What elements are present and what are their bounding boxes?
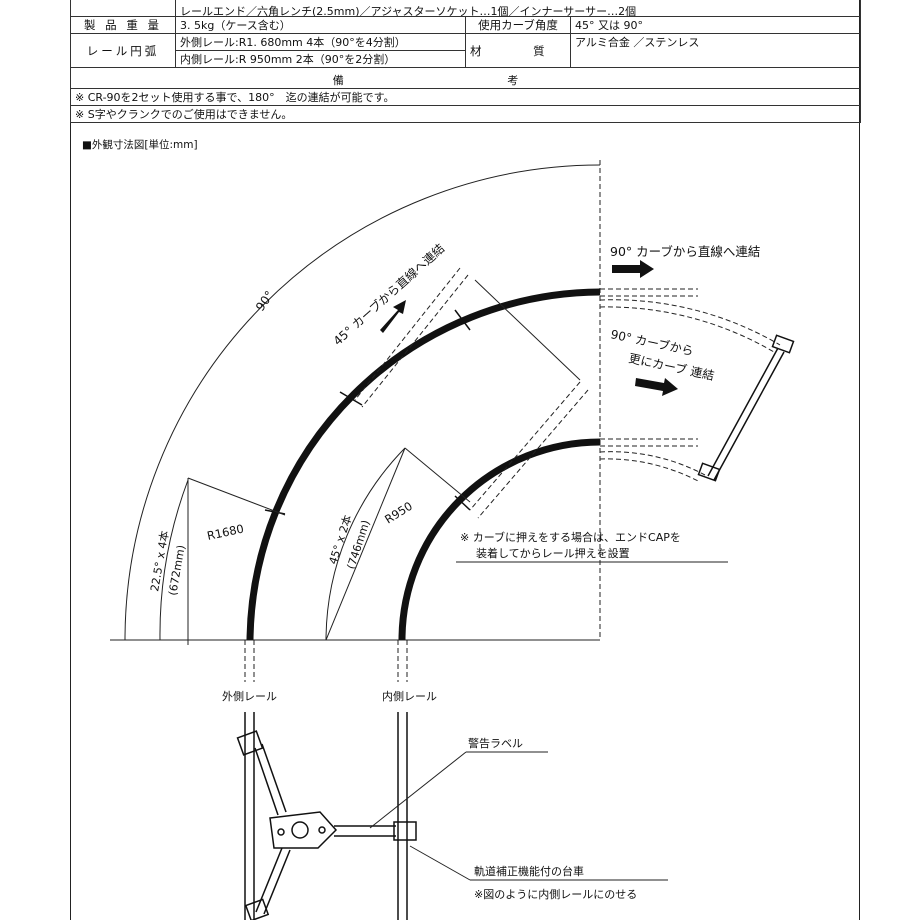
remarks-label: 備 考: [69, 67, 862, 89]
spec-row-note1: ※ CR-90を2セット使用する事で、180° 迄の連結が可能です。: [69, 88, 862, 106]
note-1: ※ CR-90を2セット使用する事で、180° 迄の連結が可能です。: [69, 88, 862, 106]
spec-table: レールエンド／六角レンチ(2.5mm)／アジャスターソケット…1個／インナーサー…: [69, 0, 862, 123]
endcap-note-1: ※ カーブに押えをする場合は、エンドCAPを: [460, 530, 681, 544]
dimension-arc-90: [110, 160, 601, 641]
guide-90-straight: [599, 288, 781, 483]
inner-rail-value: 内側レール:R 950mm 2本（90°を2分割）: [175, 50, 466, 68]
spec-row-weight: 製 品 重 量 3. 5kg（ケース含む） 使用カーブ角度 45° 又は 90°: [70, 16, 862, 34]
label-90-further-2: 更にカーブ 連結: [627, 350, 715, 383]
rail-joints: [264, 309, 471, 515]
r950-label: R950: [382, 499, 415, 527]
cart-diagram: [236, 712, 417, 920]
label-45-connect: 45° カーブから直線へ連結: [330, 240, 447, 348]
r1680-label: R1680: [206, 521, 245, 542]
spec-row-note2: ※ S字やクランクでのご使用はできません。: [69, 105, 862, 123]
material-value: アルミ合金 ／ステンレス: [569, 33, 862, 68]
guide-45-solid: [474, 279, 581, 381]
right-connector: [697, 334, 795, 482]
material-label: 材 質: [465, 33, 571, 68]
warning-label: 警告ラベル: [468, 736, 523, 750]
radius-leaders: [187, 447, 471, 645]
guide-45: [354, 267, 589, 519]
cart-label: 軌道補正機能付の台車: [474, 864, 584, 878]
label-90-further-1: 90° カーブから: [609, 326, 695, 358]
weight-label: 製 品 重 量: [70, 16, 176, 34]
arrows: [380, 260, 678, 396]
section-title: ■外観寸法図[単位:mm]: [82, 138, 198, 151]
spec-row-inner: 内側レール:R 950mm 2本（90°を2分割）: [71, 50, 861, 68]
outer-rail-value: 外側レール:R1. 680mm 4本（90°を4分割）: [175, 33, 466, 51]
outer-rail-arc: [246, 288, 601, 641]
endcap-note-2: 装着してからレール押えを設置: [476, 546, 630, 560]
cart-leaders: [369, 751, 668, 881]
spec-row-remarks: 備 考: [69, 67, 862, 89]
dimension-arcs-small: [159, 447, 406, 641]
angle-90-label: 90°: [253, 288, 277, 313]
note-2: ※ S字やクランクでのご使用はできません。: [69, 105, 862, 123]
sheet-frame: [70, 0, 860, 920]
label-90-connect: 90° カーブから直線へ連結: [610, 244, 760, 259]
outer-length-label: (672mm): [166, 544, 188, 596]
rail-arc-label: レール円弧: [70, 33, 176, 68]
rail-end-dashes: [244, 640, 408, 682]
outer-rail-label: 外側レール: [222, 690, 277, 703]
spec-row-outer: レール円弧 外側レール:R1. 680mm 4本（90°を4分割） 材 質 アル…: [70, 33, 862, 68]
inner-rail-label: 内側レール: [382, 689, 437, 703]
cart-note: ※図のように内側レールにのせる: [474, 887, 637, 901]
